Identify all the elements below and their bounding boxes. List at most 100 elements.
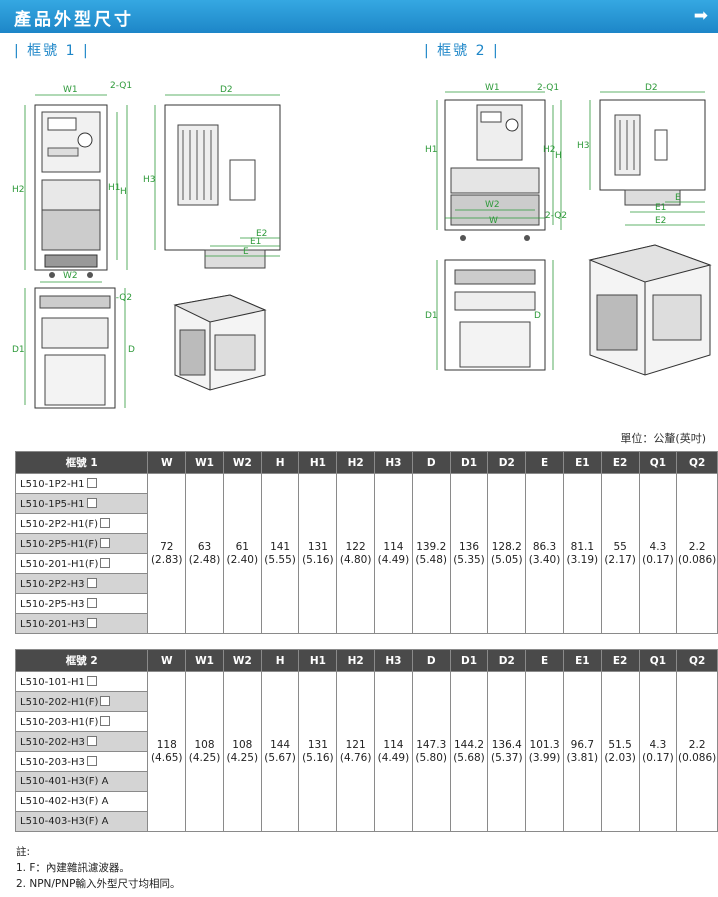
model-name: L510-2P2-H1(F) <box>14 513 149 534</box>
column-header-h2: H2 <box>336 649 376 672</box>
svg-text:W1: W1 <box>63 85 78 95</box>
svg-text:D1: D1 <box>12 345 25 355</box>
svg-text:E1: E1 <box>655 203 666 213</box>
table-row: L510-403-H3(F) A <box>14 811 718 832</box>
dimension-value: 4.3(0.17) <box>638 671 678 832</box>
column-header-h3: H3 <box>374 649 413 672</box>
column-header-e2: E2 <box>600 649 640 672</box>
model-name: L510-401-H3(F) A <box>14 771 149 792</box>
column-header-q1: Q1 <box>638 451 678 474</box>
svg-text:W1: W1 <box>485 83 500 93</box>
dimension-value: 86.3(3.40) <box>525 473 564 634</box>
column-header-d: D <box>411 649 451 672</box>
checkbox-icon <box>86 477 97 488</box>
checkbox-icon <box>86 755 97 766</box>
dimension-value: 114(4.49) <box>374 473 413 634</box>
dimension-value: 2.2(0.086) <box>676 473 718 634</box>
table-row: L510-2P2-H3 <box>14 573 718 594</box>
svg-text:W: W <box>489 216 498 226</box>
model-name: L510-201-H1(F) <box>14 553 149 574</box>
checkbox-icon <box>100 537 111 548</box>
svg-text:W2: W2 <box>63 271 78 281</box>
model-name: L510-202-H3 <box>14 731 149 752</box>
frame1-front-view: W1 2-Q1 H2 H1 H W2 W 2-Q2 <box>12 81 132 303</box>
svg-text:D: D <box>534 311 541 321</box>
column-header-h3: H3 <box>374 451 413 474</box>
checkbox-icon <box>86 617 97 628</box>
checkbox-icon <box>86 497 97 508</box>
column-header-w1: W1 <box>185 451 224 474</box>
model-name: L510-2P5-H3 <box>14 593 149 614</box>
dimension-value: 144(5.67) <box>260 671 300 832</box>
dimension-value: 2.2(0.086) <box>676 671 718 832</box>
dimension-value: 114(4.49) <box>374 671 413 832</box>
model-name: L510-1P5-H1 <box>14 493 149 514</box>
svg-text:D2: D2 <box>645 83 658 93</box>
dimension-value: 128.2(5.05) <box>487 473 527 634</box>
frame2-front-view: W1 2-Q1 H1 H2 H W2 W 2-Q2 <box>425 83 567 241</box>
table-row: L510-202-H1(F) <box>14 691 718 712</box>
column-header-e: E <box>525 451 564 474</box>
svg-text:H: H <box>120 187 127 197</box>
model-name: L510-403-H3(F) A <box>14 811 149 832</box>
svg-text:2-Q2: 2-Q2 <box>545 211 567 221</box>
model-name: L510-101-H1 <box>14 671 149 692</box>
dimension-value: 81.1(3.19) <box>562 473 602 634</box>
svg-text:H2: H2 <box>543 145 556 155</box>
svg-text:2-Q1: 2-Q1 <box>110 81 132 91</box>
svg-text:H1: H1 <box>108 183 121 193</box>
frame2-label: | 框號 2 | <box>424 43 500 59</box>
checkbox-icon <box>100 695 111 706</box>
frame1-label: | 框號 1 | <box>14 43 90 59</box>
svg-text:2-Q2: 2-Q2 <box>110 293 132 303</box>
table-row: L510-401-H3(F) A <box>14 771 718 792</box>
svg-text:H2: H2 <box>12 185 25 195</box>
dimension-value: 139.2(5.48) <box>411 473 451 634</box>
column-header-e1: E1 <box>562 451 602 474</box>
dimension-value: 118(4.65) <box>147 671 187 832</box>
dimension-value: 55(2.17) <box>600 473 640 634</box>
model-name: L510-202-H1(F) <box>14 691 149 712</box>
dimension-value: 108(4.25) <box>185 671 224 832</box>
table-row: L510-1P5-H1 <box>14 493 718 514</box>
frame2-drawing: W1 2-Q1 H1 H2 H W2 W 2-Q2 D2 H3 E E1 E2 <box>425 83 712 376</box>
svg-text:2-Q1: 2-Q1 <box>537 83 559 93</box>
dimension-value: 141(5.55) <box>260 473 300 634</box>
model-name: L510-203-H3 <box>14 751 149 772</box>
svg-text:E2: E2 <box>655 216 666 226</box>
column-header-w1: W1 <box>185 649 224 672</box>
dimension-value: 51.5(2.03) <box>600 671 640 832</box>
checkbox-icon <box>86 675 97 686</box>
column-header-h1: H1 <box>298 451 338 474</box>
checkbox-icon <box>86 577 97 588</box>
column-header-d: D <box>411 451 451 474</box>
svg-text:D1: D1 <box>425 311 438 321</box>
frame2-top-view: D1 D <box>425 259 554 371</box>
column-header-d2: D2 <box>487 451 527 474</box>
dimension-value: 108(4.25) <box>222 671 262 832</box>
page-header: 產品外型尺寸 ➡ <box>0 0 718 33</box>
svg-text:D2: D2 <box>220 85 233 95</box>
model-name: L510-1P2-H1 <box>14 473 149 494</box>
svg-text:H3: H3 <box>143 175 156 185</box>
column-header-w2: W2 <box>222 451 262 474</box>
checkbox-icon <box>100 557 111 568</box>
column-header-q1: Q1 <box>638 649 678 672</box>
column-header-d1: D1 <box>449 649 489 672</box>
column-header-e: E <box>525 649 564 672</box>
arrow-right-icon[interactable]: ➡ <box>693 6 708 26</box>
dimension-value: 136.4(5.37) <box>487 671 527 832</box>
frame1-drawing: W1 2-Q1 H2 H1 H W2 W 2-Q2 D2 H3 E2 E1 E <box>12 81 281 409</box>
column-header-h1: H1 <box>298 649 338 672</box>
table-row: L510-402-H3(F) A <box>14 791 718 812</box>
model-name: L510-402-H3(F) A <box>14 791 149 812</box>
column-header-q2: Q2 <box>676 451 718 474</box>
svg-text:E1: E1 <box>250 237 261 247</box>
svg-text:E: E <box>243 247 249 257</box>
unit-note: 單位：公釐(英吋) <box>620 432 706 445</box>
column-header-frame: 框號 1 <box>14 451 149 474</box>
column-header-h2: H2 <box>336 451 376 474</box>
notes-title: 註: <box>16 846 31 858</box>
